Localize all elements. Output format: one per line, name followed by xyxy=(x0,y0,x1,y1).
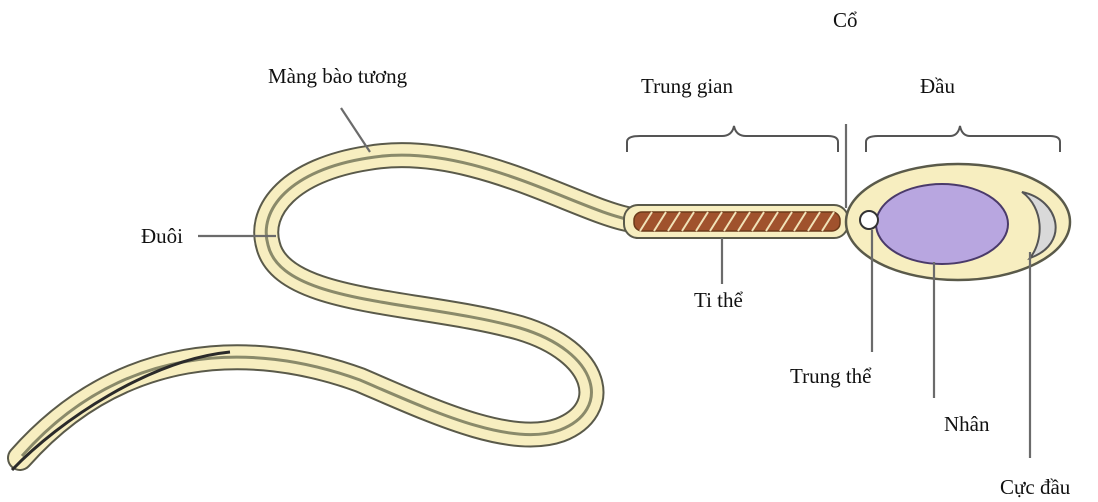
label-tail: Đuôi xyxy=(141,224,183,248)
nucleus xyxy=(876,184,1008,264)
centriole xyxy=(860,211,878,229)
label-acrosome: Cực đầu xyxy=(1000,475,1071,499)
head xyxy=(846,164,1070,280)
tail-outline xyxy=(20,155,632,458)
label-plasma-membrane: Màng bào tương xyxy=(268,64,408,88)
label-centriole: Trung thể xyxy=(790,364,872,388)
label-mitochondria: Ti thể xyxy=(694,288,744,312)
label-nucleus: Nhân xyxy=(944,412,990,436)
tail xyxy=(12,155,632,470)
head-brace xyxy=(866,126,1060,152)
midpiece-brace xyxy=(627,126,838,152)
label-head: Đầu xyxy=(920,74,955,98)
membrane-leader xyxy=(341,108,370,152)
label-neck: Cổ xyxy=(833,8,858,32)
label-midpiece: Trung gian xyxy=(641,74,733,98)
midpiece xyxy=(624,205,848,238)
